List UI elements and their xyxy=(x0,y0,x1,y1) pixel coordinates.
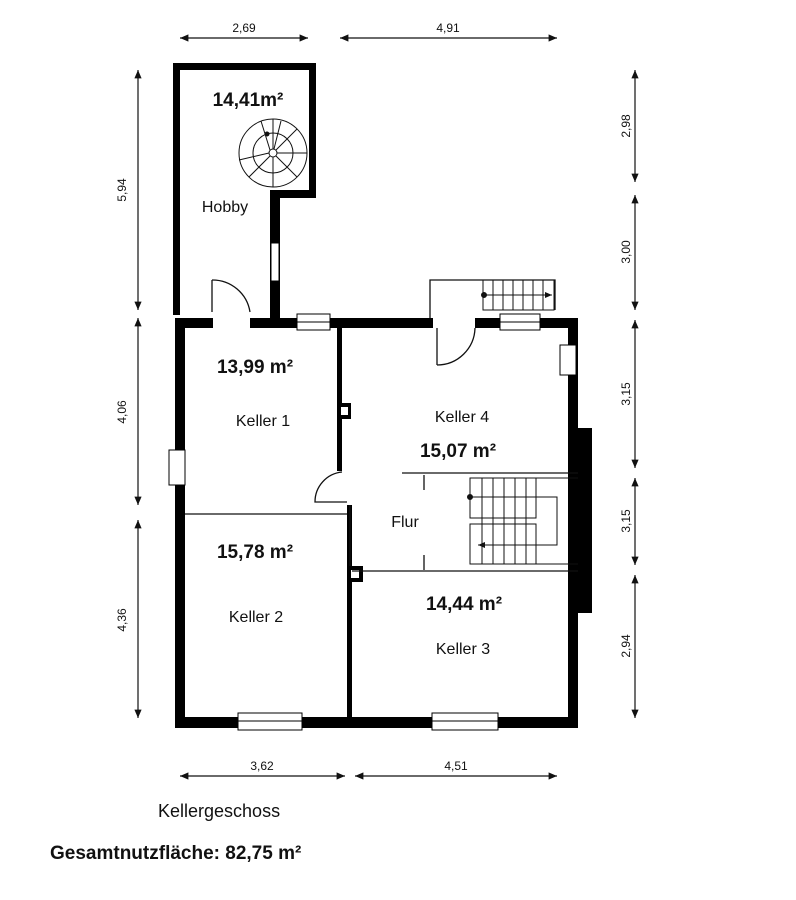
dim-right-2: 3,00 xyxy=(619,240,633,264)
dim-left-3: 4,36 xyxy=(115,608,129,632)
interior-staircase-icon xyxy=(467,477,578,565)
dim-right-4: 3,15 xyxy=(619,509,633,533)
dimension-labels: 2,69 4,91 3,62 4,51 5,94 4,06 4,36 2,98 … xyxy=(115,21,633,773)
exterior-staircase-icon xyxy=(481,279,555,311)
dimension-lines xyxy=(134,34,639,780)
dim-top-2: 4,91 xyxy=(436,21,460,35)
total-area: Gesamtnutzfläche: 82,75 m² xyxy=(50,843,302,864)
keller3-area: 14,44 m² xyxy=(426,594,502,615)
keller1-name: Keller 1 xyxy=(236,413,290,430)
keller3-name: Keller 3 xyxy=(436,641,490,658)
keller2-name: Keller 2 xyxy=(229,609,283,626)
wall-details xyxy=(341,407,359,578)
spiral-staircase-icon xyxy=(238,118,308,188)
dim-left-2: 4,06 xyxy=(115,400,129,424)
dim-right-1: 2,98 xyxy=(619,114,633,138)
keller4-name: Keller 4 xyxy=(435,409,489,426)
dim-right-5: 2,94 xyxy=(619,634,633,658)
flur-name: Flur xyxy=(391,514,419,531)
dim-top-1: 2,69 xyxy=(232,21,256,35)
dim-left-1: 5,94 xyxy=(115,178,129,202)
keller2-area: 15,78 m² xyxy=(217,542,293,563)
keller1-area: 13,99 m² xyxy=(217,357,293,378)
dim-right-3: 3,15 xyxy=(619,382,633,406)
doors xyxy=(185,279,578,572)
keller4-area: 15,07 m² xyxy=(420,441,496,462)
dim-bottom-2: 4,51 xyxy=(444,759,468,773)
floor-caption: Kellergeschoss xyxy=(158,801,281,821)
walls xyxy=(173,63,592,728)
hobby-area: 14,41m² xyxy=(213,90,284,111)
windows xyxy=(168,242,577,731)
dim-bottom-1: 3,62 xyxy=(250,759,274,773)
hobby-name: Hobby xyxy=(202,199,248,216)
room-labels: 14,41m² Hobby 13,99 m² Keller 1 Keller 4… xyxy=(202,90,502,658)
